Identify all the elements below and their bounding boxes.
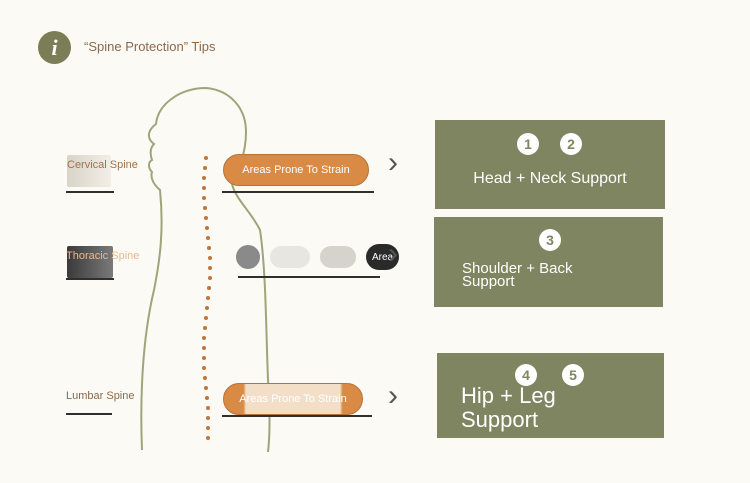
shoulder-back-support-label: Shoulder + Back Support: [462, 260, 573, 290]
thoracic-thumb-1: [236, 245, 260, 269]
human-silhouette: [140, 86, 271, 453]
thoracic-spine-image: [67, 246, 113, 278]
cervical-spine-label: Cervical Spine: [67, 159, 138, 171]
thoracic-image-strip: Area: [236, 243, 400, 271]
shoulder-back-support-panel[interactable]: 3 Shoulder + Back Support: [434, 217, 663, 307]
step-number-badge: 5: [562, 364, 584, 386]
info-icon: i: [38, 31, 71, 64]
lumbar-underline: [66, 413, 112, 415]
step-number-badge: 3: [539, 229, 561, 251]
thoracic-thumb-3: [320, 246, 356, 268]
strain-area-pill-thoracic[interactable]: Area: [366, 244, 400, 270]
thoracic-underline: [66, 278, 114, 280]
cervical-spine-image: [67, 155, 111, 187]
thoracic-spine-label: Thoracic Spine: [66, 250, 140, 262]
chevron-right-icon[interactable]: ›: [388, 237, 398, 270]
strain-area-pill-cervical[interactable]: Areas Prone To Strain: [223, 154, 369, 186]
hip-leg-support-label: Hip + Leg Support: [461, 383, 556, 432]
step-number-badge: 2: [560, 133, 582, 155]
lumbar-pill-underline: [222, 415, 372, 417]
lumbar-spine-label: Lumbar Spine: [66, 390, 135, 402]
hip-leg-support-panel[interactable]: 4 5 Hip + Leg Support: [437, 353, 664, 438]
thoracic-pill-underline: [238, 276, 380, 278]
cervical-pill-underline: [222, 191, 374, 193]
chevron-right-icon[interactable]: ›: [388, 379, 398, 412]
chevron-right-icon[interactable]: ›: [388, 146, 398, 179]
page-title: “Spine Protection” Tips: [84, 39, 216, 54]
thoracic-thumb-2: [270, 246, 310, 268]
head-neck-support-label: Head + Neck Support: [473, 170, 627, 187]
step-number-badge: 1: [517, 133, 539, 155]
step-number-badge: 4: [515, 364, 537, 386]
strain-area-pill-thoracic-label: Area: [372, 251, 394, 263]
strain-area-pill-lumbar[interactable]: Areas Prone To Strain: [223, 383, 363, 415]
spine-dots: [202, 156, 212, 440]
head-neck-support-panel[interactable]: 1 2 Head + Neck Support: [435, 120, 665, 209]
strain-area-pill-lumbar-label: Areas Prone To Strain: [239, 393, 347, 405]
cervical-underline: [66, 191, 114, 193]
